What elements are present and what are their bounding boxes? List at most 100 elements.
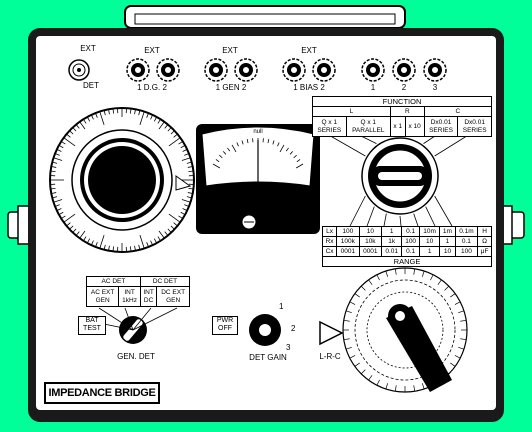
instrument-title-plate: IMPEDANCE BRIDGE (44, 382, 160, 404)
binding-post-connector[interactable] (126, 58, 150, 82)
lrc-tick (343, 319, 350, 322)
dial-tick (95, 242, 98, 248)
gen-bottom-label: 1 GEN 2 (215, 83, 247, 92)
gen-det-option[interactable]: AC EXT GEN (85, 286, 120, 307)
det-gain-position[interactable]: 1 (279, 302, 284, 311)
det-gain-position[interactable]: 2 (291, 324, 296, 333)
dial-tick (66, 133, 71, 138)
range-cell: 100 (336, 226, 360, 237)
dial-tick (157, 236, 161, 242)
dg-top-label: EXT (144, 46, 160, 55)
dial-tick (103, 244, 106, 250)
function-position[interactable]: Q x 1 PARALLEL (345, 116, 391, 137)
dial-tick (99, 111, 105, 125)
dial-tick (146, 112, 149, 118)
lrc-tick (349, 301, 356, 305)
gen-det-option[interactable]: INT 1kHz (118, 286, 141, 307)
lrc-tick (360, 369, 366, 375)
function-position[interactable]: Dx0.01 SERIES (457, 116, 492, 137)
gen-det-table: AC DET DC DET AC EXT GEN INT 1kHz INT DC… (85, 276, 191, 307)
range-cell: 1k (381, 236, 403, 247)
binding-post-connector[interactable] (361, 58, 385, 82)
dial-tick (167, 127, 172, 132)
gen-det-option[interactable]: INT DC (139, 286, 158, 307)
lrc-tick (460, 338, 467, 341)
gen-det-leader-line (132, 307, 178, 331)
decade-dial[interactable] (49, 107, 195, 253)
range-cell: 100 (454, 246, 479, 257)
function-selector-knob[interactable] (361, 137, 439, 215)
binding-post-connector[interactable] (234, 58, 258, 82)
range-cell: 10 (358, 226, 383, 237)
range-cell: 0.1m (454, 226, 479, 237)
dial-tick (54, 153, 60, 156)
dial-tick (139, 111, 145, 125)
meter-tick (296, 159, 301, 163)
dial-tick (186, 161, 192, 164)
dial-tick (186, 196, 192, 199)
lrc-tick (421, 383, 425, 390)
lrc-tick (454, 355, 461, 359)
dial-tick (51, 166, 57, 168)
binding-post-connector[interactable] (392, 58, 416, 82)
meter-scale-label: null (253, 129, 263, 135)
function-position[interactable]: x 10 (404, 116, 425, 137)
binding-post-connector[interactable] (282, 58, 306, 82)
dial-tick (134, 245, 136, 251)
lrc-tick (354, 293, 360, 298)
post-1-label: 1 (370, 83, 376, 92)
dial-tick (188, 188, 194, 190)
det-gain-position[interactable]: 3 (286, 343, 291, 352)
dial-tick (150, 240, 154, 246)
range-unit: μF (477, 246, 492, 257)
lrc-dial[interactable] (342, 267, 468, 393)
dial-tick (134, 109, 136, 115)
gen-det-leader-line (98, 307, 134, 331)
dial-tick (60, 215, 66, 219)
dial-tick (187, 192, 193, 194)
meter-tick (267, 139, 270, 144)
binding-post-connector[interactable] (423, 58, 447, 82)
range-caption: RANGE (322, 256, 492, 267)
meter-tick (277, 142, 280, 147)
dc-det-header: DC DET (139, 276, 191, 287)
lrc-tick (345, 346, 352, 350)
ext-det-coax-connector[interactable] (68, 59, 90, 81)
function-position[interactable]: Q x 1 SERIES (312, 116, 347, 137)
range-cell: 100 (401, 236, 421, 247)
lrc-tick (385, 383, 389, 390)
meter-tick (215, 159, 220, 163)
binding-post-connector[interactable] (312, 58, 336, 82)
meter-tick (285, 147, 289, 152)
dial-tick (103, 110, 106, 116)
lrc-tick (376, 274, 380, 281)
function-group-l: L (312, 106, 391, 117)
binding-post-connector[interactable] (156, 58, 180, 82)
function-position[interactable]: x 1 (389, 116, 406, 137)
dial-tick (181, 157, 191, 161)
dial-tick (180, 211, 186, 216)
dial-tick (63, 213, 76, 223)
function-title: FUNCTION (312, 96, 492, 107)
function-leader-line (434, 133, 471, 157)
gen-det-option[interactable]: DC EXT GEN (156, 286, 190, 307)
dial-tick (79, 121, 86, 130)
range-cell: 0001 (336, 246, 360, 257)
bat-test-label[interactable]: BAT TEST (78, 316, 106, 335)
dial-tick (164, 231, 169, 236)
lrc-tick (394, 385, 397, 392)
dial-tick (50, 188, 56, 190)
lrc-tick (421, 270, 425, 277)
post-3-label: 3 (432, 83, 438, 92)
gen-det-label: GEN. DET (117, 352, 155, 361)
meter-tick (279, 144, 285, 153)
dial-tick (53, 157, 63, 161)
det-gain-knob[interactable] (249, 314, 281, 346)
binding-post-connector[interactable] (204, 58, 228, 82)
function-position[interactable]: Dx0.01 SERIES (423, 116, 459, 137)
binding-post-hole (213, 67, 219, 73)
carry-handle (124, 5, 406, 29)
range-leader-line (399, 215, 402, 227)
dial-tick (181, 199, 191, 203)
pwr-off-label[interactable]: PWR OFF (212, 316, 238, 335)
